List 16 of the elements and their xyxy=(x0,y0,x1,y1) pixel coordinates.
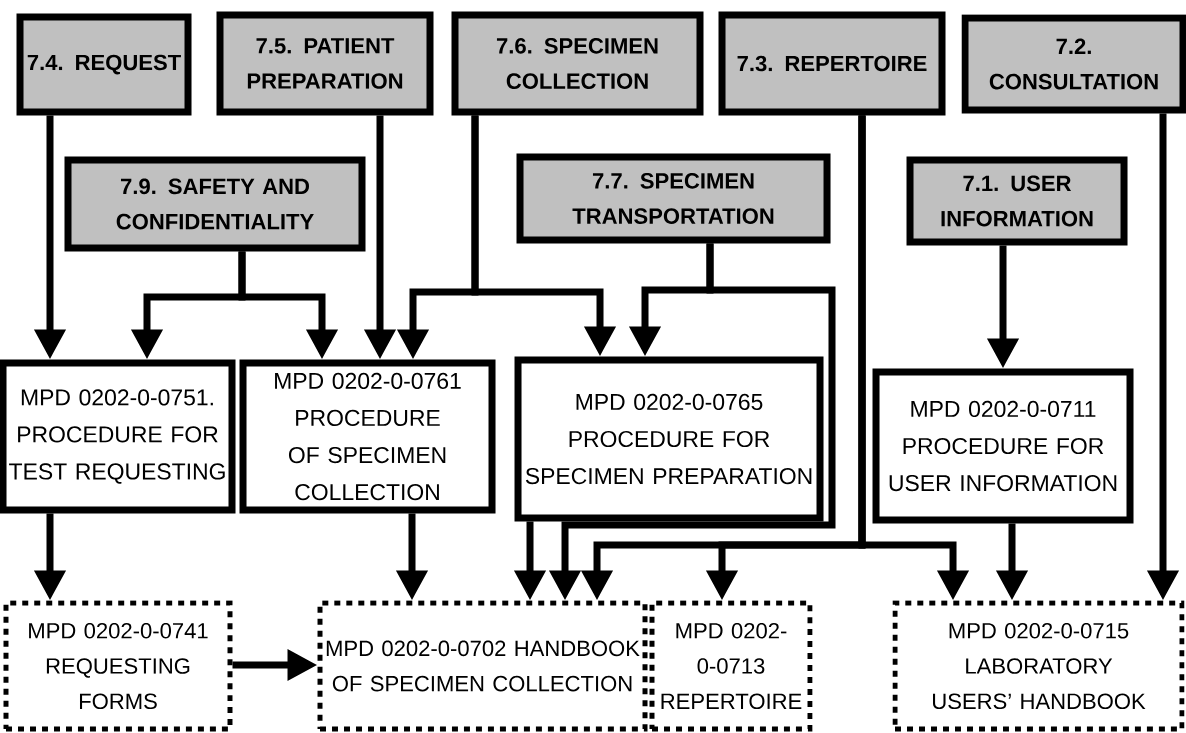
header-box: 7.7. SPECIMEN TRANSPORTATION xyxy=(516,153,831,244)
procedure-box: MPD 0202-0-0765 PROCEDURE FOR SPECIMEN PREPARATION xyxy=(514,356,824,522)
header-box: 7.3. REPERTOIRE xyxy=(718,11,946,116)
procedure-box: MPD 0202-0-0711 PROCEDURE FOR USER INFORMATION xyxy=(872,368,1134,524)
header-box: 7.2. CONSULTATION xyxy=(961,14,1186,114)
document-box: MPD 0202-0-0713 REPERTOIRE xyxy=(649,600,813,732)
document-box: MPD 0202-0-0715 LABORATORY USERS’ HANDBOOK xyxy=(892,600,1185,732)
header-box: 7.9. SAFETY AND CONFIDENTIALITY xyxy=(64,156,366,252)
header-box: 7.1. USER INFORMATION xyxy=(906,156,1128,246)
header-box: 7.4. REQUEST xyxy=(16,13,192,116)
procedure-box: MPD 0202-0-0751. PROCEDURE FOR TEST REQUESTING xyxy=(0,359,236,514)
document-box: MPD 0202-0-0741 REQUESTING FORMS xyxy=(3,600,233,732)
procedure-box: MPD 0202-0-0761 PROCEDURE OF SPECIMEN COLLECTION xyxy=(239,359,496,514)
header-box: 7.5. PATIENT PREPARATION xyxy=(216,11,434,116)
header-box: 7.6. SPECIMEN COLLECTION xyxy=(451,11,704,116)
document-box: MPD 0202-0-0702 HANDBOOK OF SPECIMEN COLLECTION xyxy=(317,600,648,732)
